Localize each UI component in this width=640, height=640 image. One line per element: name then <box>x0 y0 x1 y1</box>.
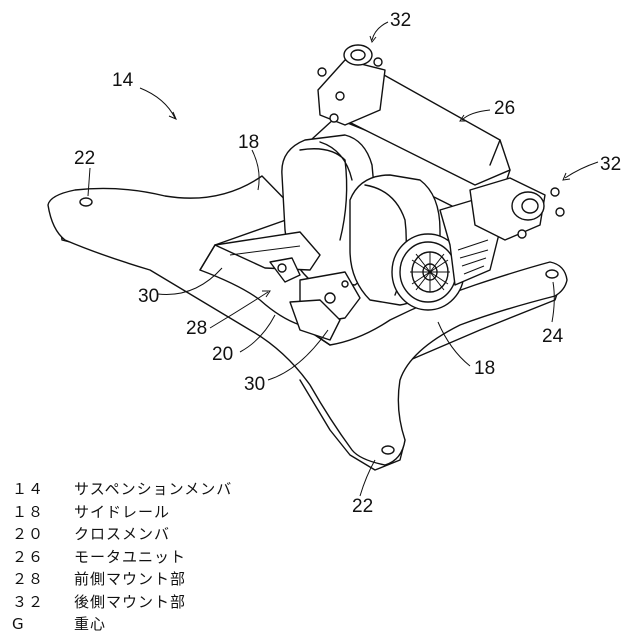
legend-row: ２０ クロスメンバ <box>12 523 312 546</box>
callout-30-lower: 30 <box>244 374 265 395</box>
legend-row: G 重心 <box>12 613 312 636</box>
callout-32-right: 32 <box>600 154 621 175</box>
callout-18-upper: 18 <box>238 132 259 153</box>
legend-number: ２８ <box>12 568 74 589</box>
callout-28: 28 <box>186 318 207 339</box>
legend: １４ サスペンションメンバ １８ サイドレール ２０ クロスメンバ ２６ モータ… <box>12 478 312 636</box>
legend-number: １４ <box>12 478 74 499</box>
legend-row: ２６ モータユニット <box>12 546 312 569</box>
legend-number: ２６ <box>12 546 74 567</box>
legend-number: １８ <box>12 501 74 522</box>
callout-22-left: 22 <box>74 148 95 169</box>
callout-18-lower: 18 <box>474 358 495 379</box>
callout-14: 14 <box>112 70 134 91</box>
legend-number: ３２ <box>12 591 74 612</box>
legend-label: 後側マウント部 <box>74 591 186 612</box>
callout-32-upper: 32 <box>390 10 411 31</box>
legend-number: G <box>12 615 74 633</box>
callout-26: 26 <box>494 98 515 119</box>
legend-label: サイドレール <box>74 501 170 522</box>
legend-row: ２８ 前側マウント部 <box>12 568 312 591</box>
legend-label: 前側マウント部 <box>74 568 186 589</box>
legend-label: サスペンションメンバ <box>74 478 232 499</box>
callout-22-bottom: 22 <box>352 496 373 517</box>
legend-label: モータユニット <box>74 546 186 567</box>
mount-hole-22-left <box>80 198 92 206</box>
legend-row: １８ サイドレール <box>12 501 312 524</box>
legend-label: クロスメンバ <box>74 523 170 544</box>
legend-number: ２０ <box>12 523 74 544</box>
mount-hole-24 <box>546 270 558 278</box>
legend-row: １４ サスペンションメンバ <box>12 478 312 501</box>
callout-24: 24 <box>542 326 564 347</box>
legend-row: ３２ 後側マウント部 <box>12 591 312 614</box>
legend-label: 重心 <box>74 613 106 634</box>
mount-hole-22-bottom <box>382 446 394 454</box>
callout-30-upper: 30 <box>138 286 159 307</box>
callout-20: 20 <box>212 344 233 365</box>
